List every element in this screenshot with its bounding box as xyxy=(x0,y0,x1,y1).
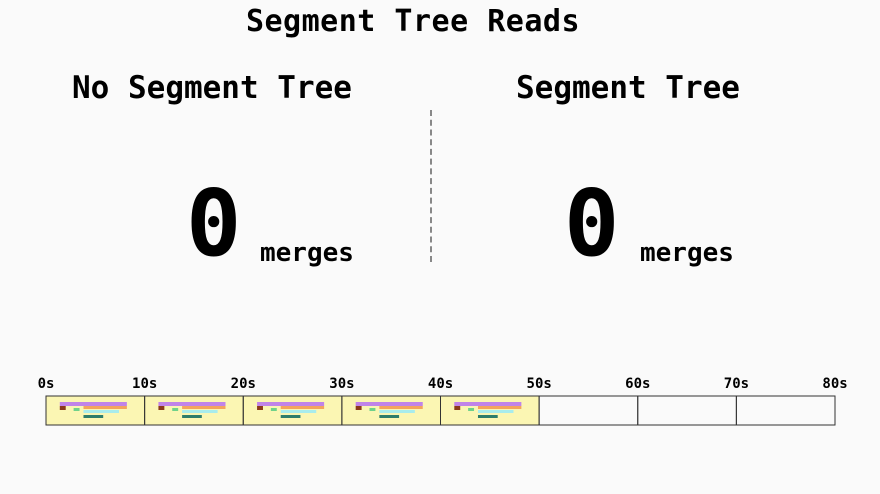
timeline-read-bar xyxy=(477,410,514,413)
timeline-tick-label: 60s xyxy=(625,376,651,392)
timeline-tick-label: 80s xyxy=(822,376,848,392)
timeline-read-bar xyxy=(59,402,127,406)
timeline-read-bar xyxy=(59,406,66,410)
left-merge-unit: merges xyxy=(260,238,354,268)
timeline-tick-label: 10s xyxy=(132,376,158,392)
timeline-read-bar xyxy=(379,410,415,413)
timeline-segment xyxy=(637,395,737,426)
timeline-read-bar xyxy=(355,402,423,406)
timeline-tick-label: 40s xyxy=(427,376,454,392)
timeline-read-bar xyxy=(182,406,226,409)
page-title: Segment Tree Reads xyxy=(245,4,581,39)
timeline-read-bar xyxy=(355,406,362,410)
left-panel-heading: No Segment Tree xyxy=(72,70,352,106)
timeline-read-bar xyxy=(369,408,376,411)
timeline-read-bar xyxy=(280,415,301,418)
timeline-read-bar xyxy=(379,406,423,409)
timeline-read-bar xyxy=(454,406,461,410)
timeline-tick-label: 70s xyxy=(723,376,750,392)
timeline-segment xyxy=(735,395,836,426)
timeline-segment xyxy=(538,395,639,426)
right-merge-count: 0 xyxy=(564,170,620,277)
timeline-read-bar xyxy=(454,402,522,406)
timeline xyxy=(45,395,836,426)
timeline-tick-label: 20s xyxy=(230,376,256,392)
left-merge-count: 0 xyxy=(186,170,242,277)
timeline-read-bar xyxy=(73,408,80,411)
timeline-read-bar xyxy=(379,415,400,418)
timeline-read-bar xyxy=(182,415,202,418)
timeline-read-bar xyxy=(83,410,119,413)
timeline-read-bar xyxy=(468,408,475,411)
timeline-tick-label: 30s xyxy=(329,376,355,392)
right-panel-heading: Segment Tree xyxy=(516,70,740,106)
timeline-read-bar xyxy=(280,406,325,409)
timeline-read-bar xyxy=(280,410,317,413)
timeline-tick-label: 50s xyxy=(526,376,552,392)
timeline-read-bar xyxy=(158,406,165,410)
panel-divider xyxy=(430,110,432,262)
timeline-read-bar xyxy=(257,402,325,406)
timeline-read-bar xyxy=(477,406,522,409)
timeline-read-bar xyxy=(172,408,179,411)
timeline-read-bar xyxy=(257,406,263,410)
timeline-read-bar xyxy=(83,415,104,418)
timeline-read-bar xyxy=(83,406,127,409)
timeline-tick-label: 0s xyxy=(37,376,55,392)
timeline-read-bar xyxy=(477,415,498,418)
right-merge-unit: merges xyxy=(640,238,734,268)
timeline-read-bar xyxy=(158,402,226,406)
timeline-read-bar xyxy=(270,408,277,411)
timeline-read-bar xyxy=(182,410,218,413)
